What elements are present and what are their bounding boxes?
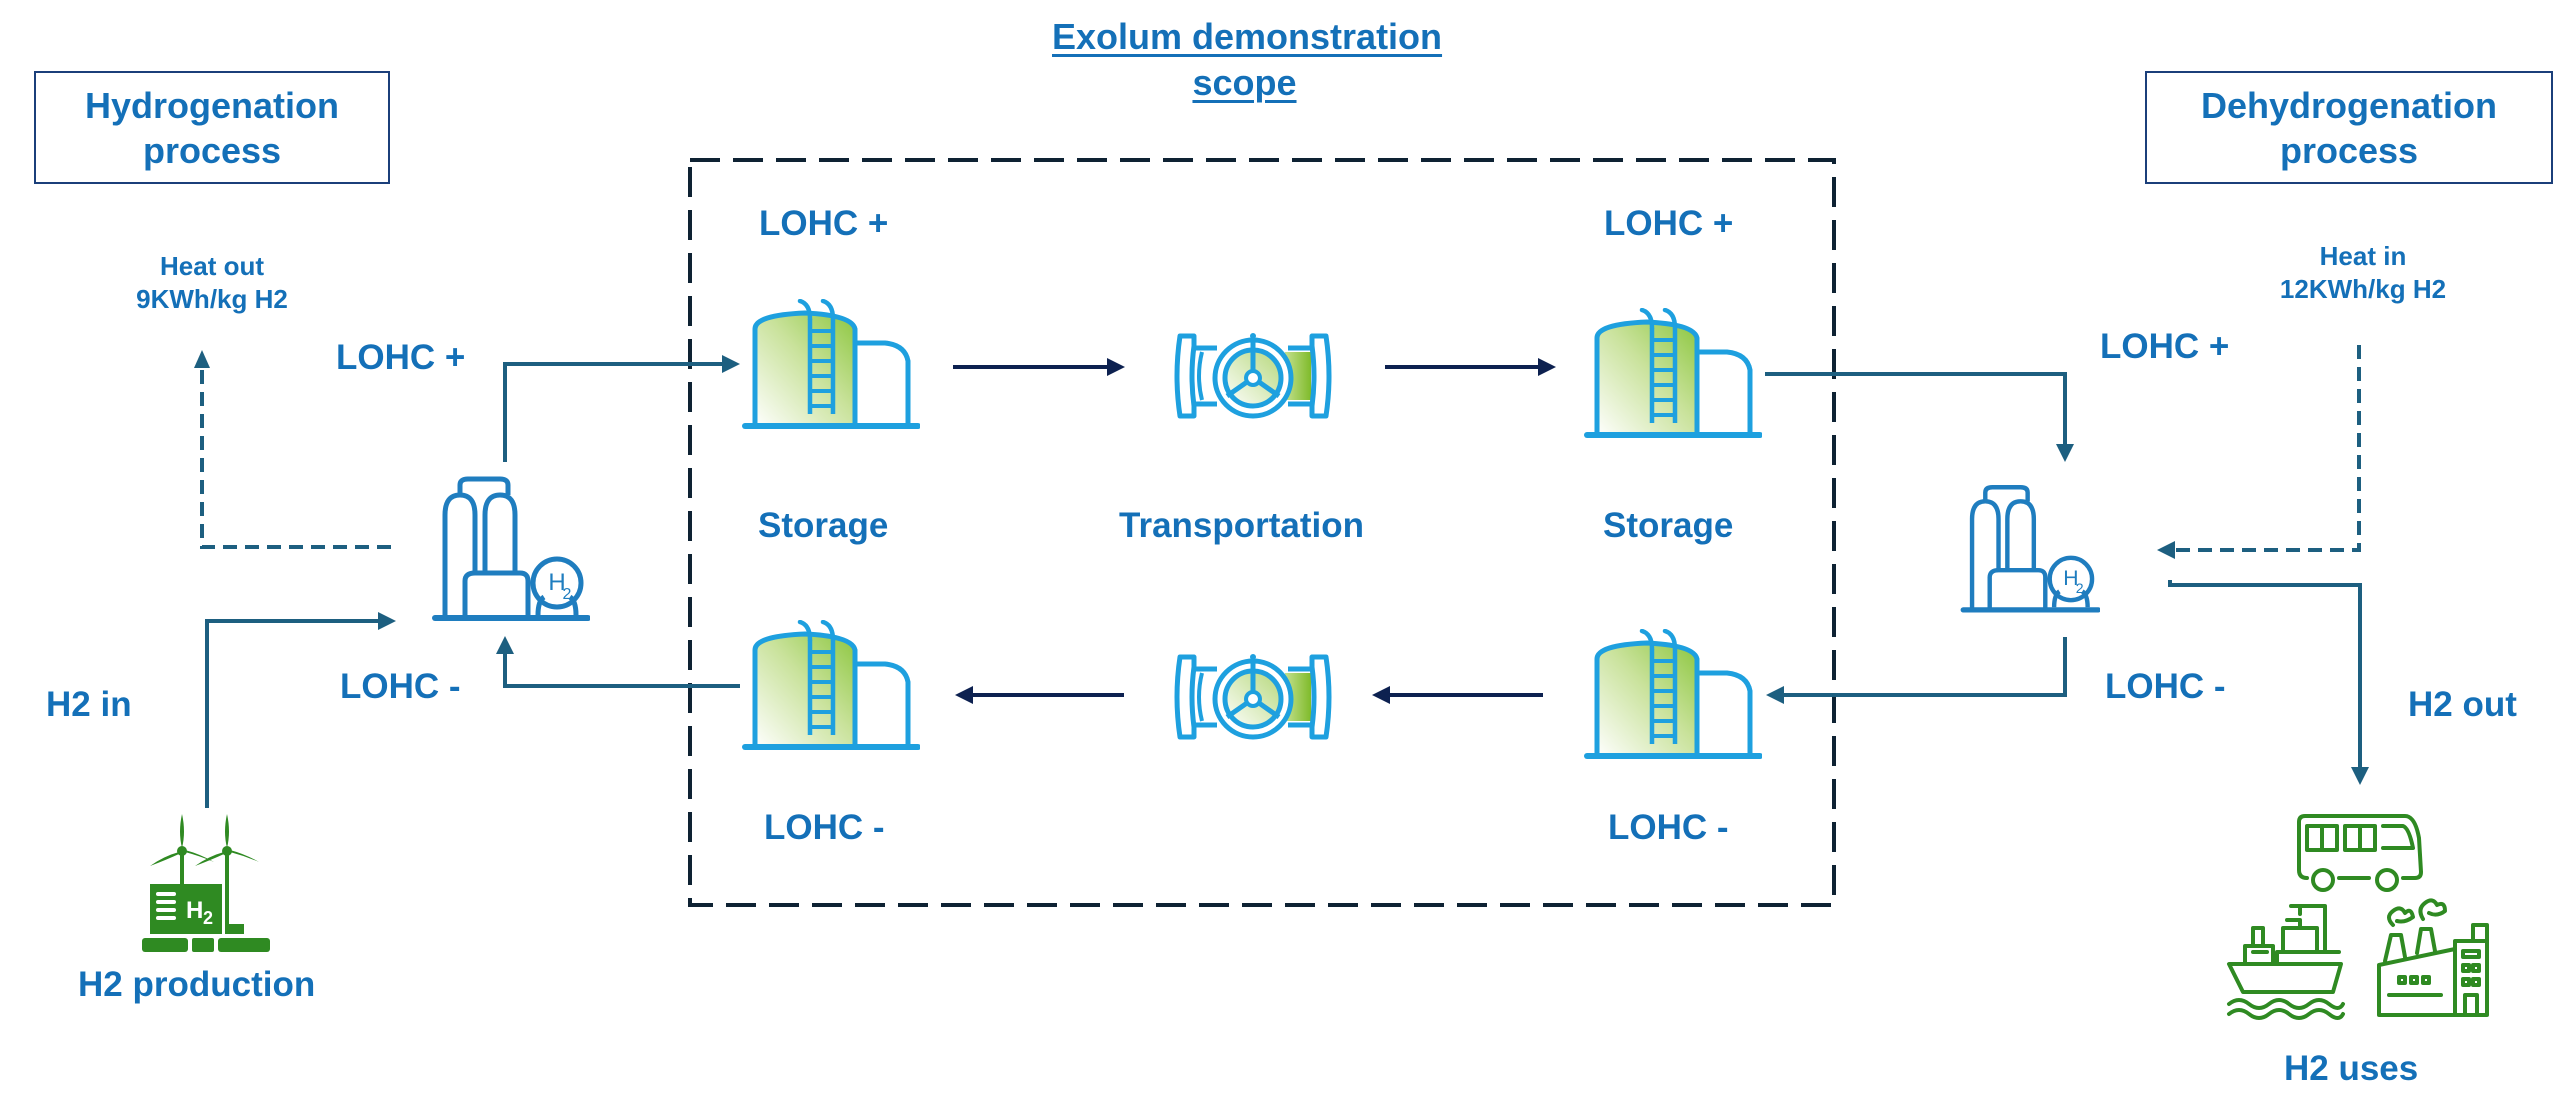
- bus-icon: [2297, 814, 2423, 892]
- arrowhead-transport-to-storage: [1538, 358, 1556, 376]
- heat-out-arrowhead: [194, 350, 210, 368]
- arrowhead-storage-to-transport: [1107, 358, 1125, 376]
- heat-in-line2: 12KWh/kg H2: [2279, 273, 2447, 304]
- scope-title: Exolum demonstration scope: [1052, 14, 1443, 106]
- heat-out-arrow: [200, 358, 391, 549]
- storage-label-left: Storage: [758, 506, 889, 545]
- lohc-minus-label-scope-right: LOHC -: [1608, 808, 1729, 847]
- pipeline-valve-icon: [1177, 333, 1329, 416]
- lohc-minus-flow-left: [503, 650, 740, 688]
- lohc-plus-arrowhead-left: [722, 355, 740, 373]
- lohc-minus-label-right: LOHC -: [2105, 667, 2226, 706]
- h2-out-label: H2 out: [2408, 685, 2517, 724]
- dehydrogenation-process-box: Dehydrogenation process: [2145, 71, 2553, 184]
- h2-production-label: H2 production: [78, 965, 316, 1004]
- hydrogen-plant-icon: [1963, 487, 2098, 610]
- lohc-plus-flow-left: [503, 362, 728, 462]
- storage-tank-icon: [1587, 631, 1760, 757]
- lohc-minus-label-scope-left: LOHC -: [764, 808, 885, 847]
- storage-tank-icon: [1587, 310, 1760, 436]
- heat-out-label: Heat out 9KWh/kg H2: [112, 250, 312, 315]
- lohc-plus-label-scope-right: LOHC +: [1604, 204, 1734, 243]
- svg-text:H: H: [186, 897, 203, 924]
- hydrogen-plant-icon: [435, 479, 588, 618]
- svg-text:2: 2: [203, 908, 213, 928]
- lohc-minus-flow-right: [1780, 637, 2067, 697]
- pipeline-valve-icon: [1177, 654, 1329, 737]
- heat-in-label: Heat in 12KWh/kg H2: [2263, 240, 2463, 305]
- hydrogenation-title-line2: process: [142, 129, 282, 171]
- heat-in-arrow: [2172, 345, 2361, 552]
- lohc-plus-flow-right: [1765, 372, 2067, 450]
- heat-out-line1: Heat out: [160, 251, 264, 281]
- transportation-label: Transportation: [1119, 506, 1365, 545]
- h2-in-arrowhead: [378, 612, 396, 630]
- hydrogenation-process-box: Hydrogenation process: [34, 71, 390, 184]
- lohc-plus-label-scope-left: LOHC +: [759, 204, 889, 243]
- scope-title-line1: Exolum demonstration: [1052, 16, 1443, 57]
- arrowhead-transport-to-storage-return: [955, 686, 973, 704]
- h2-in-label: H2 in: [46, 685, 132, 724]
- arrowhead-storage-to-transport-return: [1372, 686, 1390, 704]
- scope-title-line2: scope: [1192, 62, 1297, 104]
- heat-out-line2: 9KWh/kg H2: [136, 283, 288, 314]
- h2-uses-label: H2 uses: [2284, 1049, 2419, 1088]
- lohc-minus-label-left: LOHC -: [340, 667, 461, 706]
- dehydrogenation-title-line1: Dehydrogenation: [2200, 84, 2497, 126]
- heat-in-line1: Heat in: [2319, 241, 2407, 271]
- cargo-ship-icon: [2227, 904, 2345, 1020]
- scope-border: [688, 158, 1836, 907]
- heat-in-arrowhead: [2157, 541, 2175, 559]
- hydrogenation-title-line1: Hydrogenation: [84, 84, 339, 126]
- h2-out-flow: [2168, 580, 2362, 770]
- lohc-plus-label-left: LOHC +: [336, 338, 466, 377]
- lohc-minus-arrowhead-right: [1766, 686, 1784, 704]
- wind-hydrogen-production-icon: H 2: [142, 814, 270, 952]
- storage-tank-icon: [745, 622, 918, 748]
- storage-tank-icon: [745, 301, 918, 427]
- lohc-minus-arrowhead-left: [496, 636, 514, 654]
- factory-icon: [2377, 898, 2489, 1017]
- h2-in-flow: [205, 619, 380, 808]
- storage-label-right: Storage: [1603, 506, 1734, 545]
- dehydrogenation-title-line2: process: [2279, 129, 2419, 171]
- lohc-plus-label-right: LOHC +: [2100, 327, 2230, 366]
- lohc-plus-arrowhead-right: [2056, 444, 2074, 462]
- h2-out-arrowhead: [2351, 767, 2369, 785]
